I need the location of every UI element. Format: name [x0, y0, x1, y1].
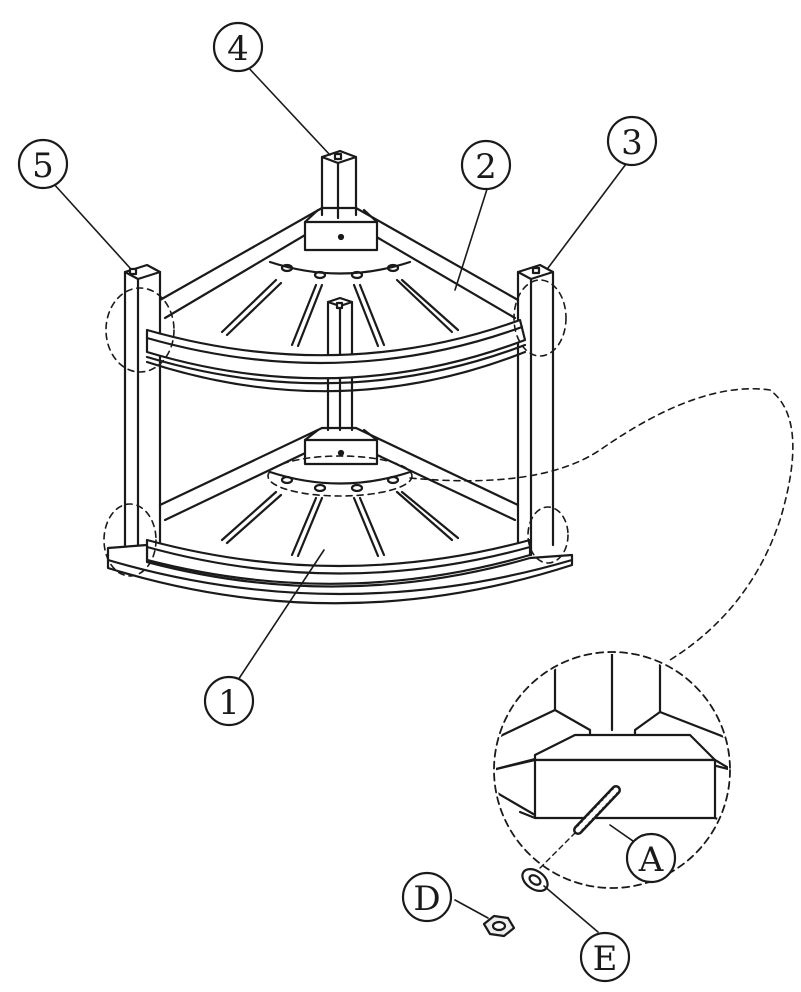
callout-A: A [625, 832, 677, 884]
callout-D-label: D [413, 879, 440, 919]
callout-1: 1 [203, 675, 255, 727]
bottom-shelf [106, 426, 574, 605]
back-post [320, 149, 358, 432]
callout-E-label: E [593, 939, 618, 979]
leader-lines [52, 63, 644, 933]
callout-4: 4 [212, 21, 264, 73]
threaded-bolt [573, 785, 621, 835]
left-post [123, 263, 162, 562]
top-shelf [145, 206, 527, 393]
callout-5: 5 [17, 138, 69, 190]
detail-view [493, 651, 731, 889]
callout-3: 3 [606, 115, 658, 167]
callout-1-label: 1 [218, 683, 240, 723]
callout-E: E [579, 931, 631, 983]
callout-4-label: 4 [227, 29, 249, 69]
detail-dashed-markers [103, 279, 794, 661]
right-post [516, 263, 555, 557]
hex-nut [482, 914, 516, 938]
callout-5-label: 5 [32, 146, 54, 186]
callout-D: D [401, 871, 453, 923]
callout-2-label: 2 [475, 147, 497, 187]
callout-2: 2 [460, 139, 512, 191]
callout-3-label: 3 [621, 123, 643, 163]
callout-A-label: A [638, 840, 664, 880]
